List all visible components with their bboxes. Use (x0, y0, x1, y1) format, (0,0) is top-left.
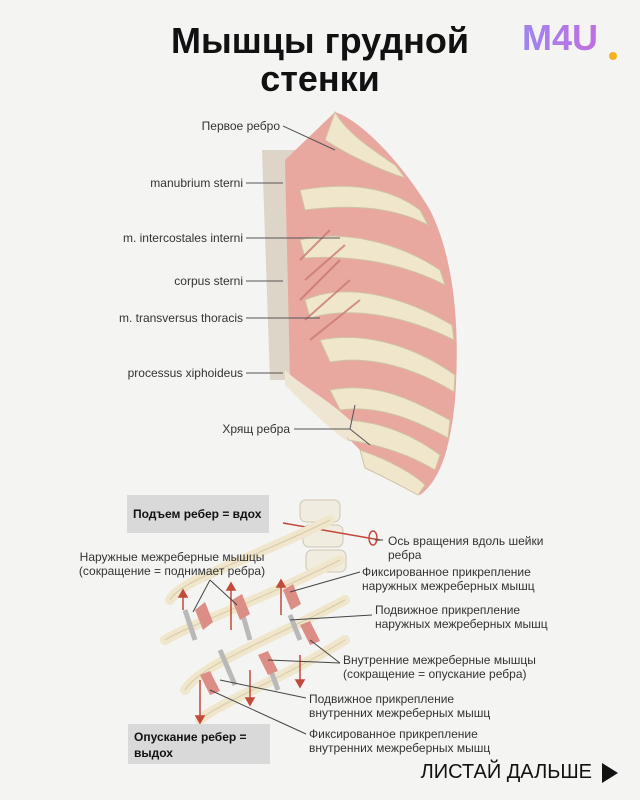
box-exhale-line-1: Опускание ребер = (134, 730, 247, 744)
swipe-next-button[interactable]: ЛИСТАЙ ДАЛЬШЕ (421, 761, 618, 784)
page-title: Мышцы грудной стенки (0, 22, 640, 98)
play-arrow-icon (602, 762, 618, 783)
label-intercostales-interni: m. intercostales interni (122, 231, 243, 245)
label-manubrium-sterni: manubrium sterni (150, 176, 243, 190)
title-line-1: Мышцы грудной (171, 20, 469, 61)
title-line-2: стенки (260, 58, 380, 99)
label-internal-intercostals-line-2: (сокращение = опускание ребра) (343, 667, 527, 681)
label-transversus-thoracis: m. transversus thoracis (118, 311, 243, 325)
label-fixed-external-line-1: Фиксированное прикрепление (362, 565, 531, 579)
label-processus-xiphoideus: processus xiphoideus (127, 366, 243, 380)
label-first-rib: Первое ребро (201, 119, 280, 133)
label-rib-cartilage: Хрящ ребра (222, 422, 290, 436)
m4u-logo-icon: M4U (522, 17, 617, 60)
label-mobile-external-line-1: Подвижное прикрепление (375, 603, 521, 617)
rib-mechanics-illustration (160, 499, 383, 735)
label-internal-intercostals: Внутренние межреберные мышцы (сокращение… (343, 653, 633, 681)
label-rotation-axis: Ось вращения вдоль шейки ребра (388, 534, 628, 562)
box-inhale: Подъем ребер = вдох (127, 495, 269, 533)
label-mobile-external: Подвижное прикрепление наружных межребер… (375, 603, 630, 631)
label-rotation-axis-line-2: ребра (388, 548, 422, 562)
label-fixed-internal: Фиксированное прикрепление внутренних ме… (309, 727, 609, 755)
label-external-intercostals-line-1: Наружные межреберные мышцы (79, 550, 265, 564)
logo-text: M4U (522, 17, 598, 58)
label-internal-intercostals-line-1: Внутренние межреберные мышцы (343, 653, 536, 667)
label-mobile-internal: Подвижное прикрепление внутренних межреб… (309, 692, 609, 720)
label-mobile-internal-line-2: внутренних межреберных мышц (309, 706, 491, 720)
label-mobile-external-line-2: наружных межреберных мышц (375, 617, 548, 631)
label-fixed-external: Фиксированное прикрепление наружных межр… (362, 565, 627, 593)
label-mobile-internal-line-1: Подвижное прикрепление (309, 692, 455, 706)
label-corpus-sterni: corpus sterni (174, 274, 243, 288)
swipe-next-label: ЛИСТАЙ ДАЛЬШЕ (420, 761, 592, 783)
label-rotation-axis-line-1: Ось вращения вдоль шейки (388, 534, 544, 548)
box-exhale-line-2: выдох (134, 746, 173, 760)
chest-wall-illustration (246, 110, 457, 496)
label-external-intercostals: Наружные межреберные мышцы (сокращение =… (72, 550, 272, 578)
label-fixed-external-line-2: наружных межреберных мышц (362, 579, 535, 593)
label-fixed-internal-line-2: внутренних межреберных мышц (309, 741, 491, 755)
label-external-intercostals-line-2: (сокращение = поднимает ребра) (78, 564, 266, 578)
label-fixed-internal-line-1: Фиксированное прикрепление (309, 727, 478, 741)
box-exhale: Опускание ребер = выдох (128, 724, 270, 764)
